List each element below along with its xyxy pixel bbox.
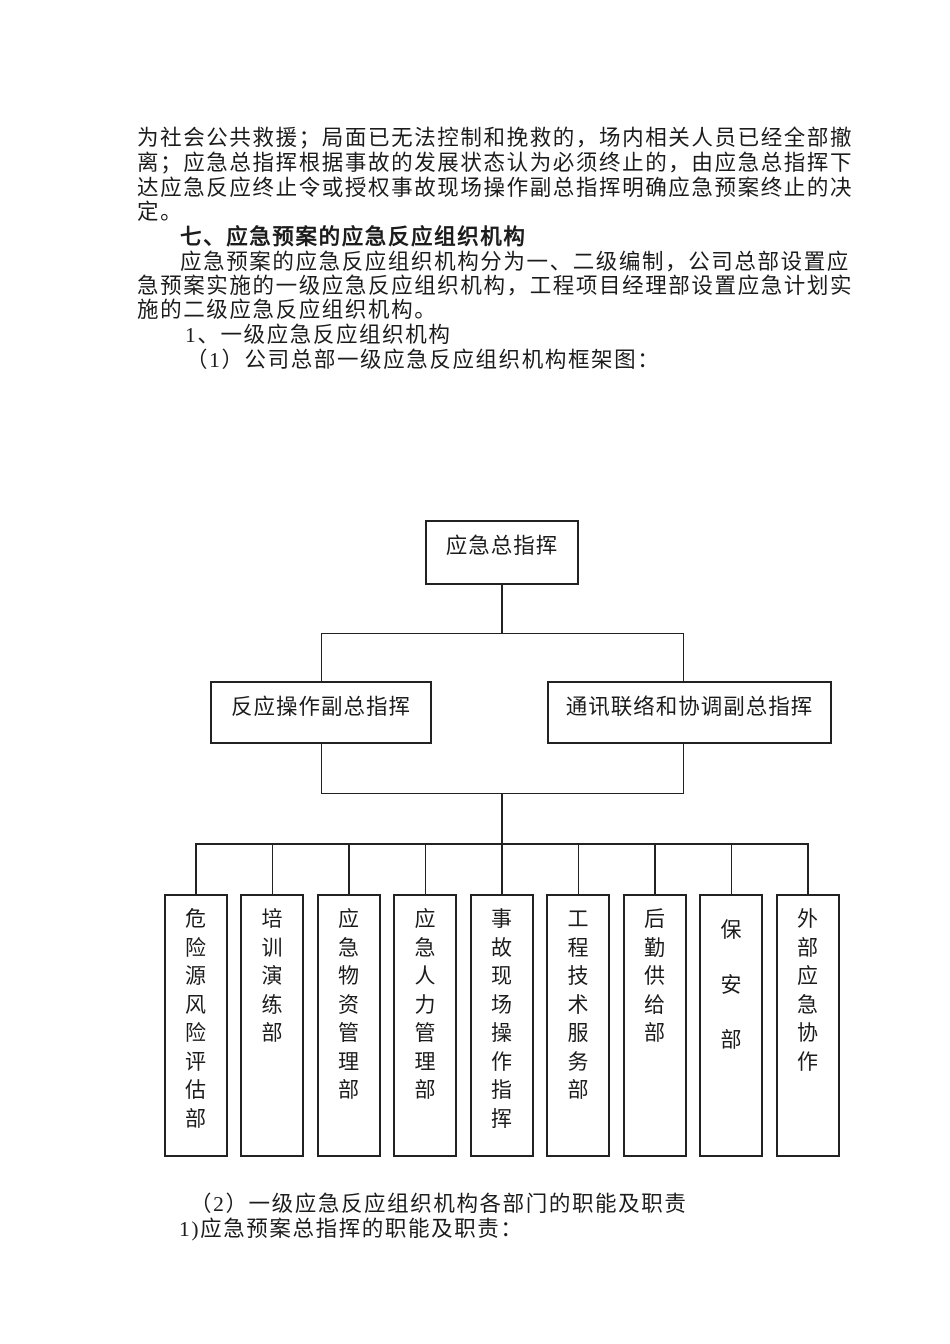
- paragraph-line: 为社会公共救援；局面已无法控制和挽救的，场内相关人员已经全部撤: [137, 126, 854, 150]
- org-deputy-communication-label: 通讯联络和协调副总指挥: [565, 695, 814, 719]
- paragraph-line: 达应急反应终止令或授权事故现场操作副总指挥明确应急预案终止的决: [137, 176, 854, 200]
- org-root-box: 应急总指挥: [425, 520, 579, 585]
- list-item-2-1: 1)应急预案总指挥的职能及职责：: [179, 1217, 524, 1241]
- connector-drop-line: [195, 843, 197, 894]
- connector-drop-line: [501, 843, 503, 894]
- list-item-1: 1、一级应急反应组织机构: [185, 323, 452, 347]
- connector-drop-line: [807, 843, 809, 894]
- org-root-label: 应急总指挥: [445, 534, 559, 558]
- paragraph-line: 应急预案的应急反应组织机构分为一、二级编制，公司总部设置应: [180, 250, 850, 274]
- connector-drop-line: [577, 843, 579, 894]
- connector-drop-line: [348, 843, 350, 894]
- connector-stem-line: [501, 585, 503, 633]
- org-dept-box-supplies-management: 应 急 物 资 管 理 部: [316, 894, 381, 1157]
- connector-stem-line: [501, 794, 503, 843]
- connector-drop-line: [424, 843, 426, 894]
- paragraph-line: 定。: [137, 200, 184, 224]
- paragraph-line: 离；应急总指挥根据事故的发展状态认为必须终止的，由应急总指挥下: [137, 151, 854, 175]
- org-dept-box-training-drill: 培 训 演 练 部: [240, 894, 304, 1157]
- org-dept-box-site-operations: 事 故 现 场 操 作 指 挥: [469, 894, 534, 1157]
- section-heading: 七、应急预案的应急反应组织机构: [180, 225, 527, 249]
- org-dept-box-engineering-service: 工 程 技 术 服 务 部: [546, 894, 610, 1157]
- org-dept-box-external-liaison: 外 部 应 急 协 作: [775, 894, 840, 1157]
- connector-drop-line: [730, 843, 732, 894]
- org-deputy-box-communication: 通讯联络和协调副总指挥: [547, 681, 832, 744]
- paragraph-line: 急预案实施的一级应急反应组织机构，工程项目经理部设置应急计划实: [137, 274, 854, 298]
- connector-drop-line: [271, 843, 273, 894]
- org-dept-box-logistics-supply: 后 勤 供 给 部: [622, 894, 687, 1157]
- list-item-1-1: （1）公司总部一级应急反应组织机构框架图：: [186, 348, 661, 372]
- org-dept-box-manpower-management: 应 急 人 力 管 理 部: [393, 894, 457, 1157]
- org-deputy-box-operations: 反应操作副总指挥: [210, 681, 432, 744]
- org-dept-box-hazard-assessment: 危 险 源 风 险 评 估 部: [163, 894, 228, 1157]
- connector-drop-line: [654, 843, 656, 894]
- list-item-2: （2）一级应急反应组织机构各部门的职能及职责: [190, 1192, 688, 1216]
- paragraph-line: 施的二级应急反应组织机构。: [137, 298, 438, 322]
- org-dept-box-security: 保 安 部: [699, 894, 763, 1157]
- org-deputy-operations-label: 反应操作副总指挥: [230, 695, 411, 719]
